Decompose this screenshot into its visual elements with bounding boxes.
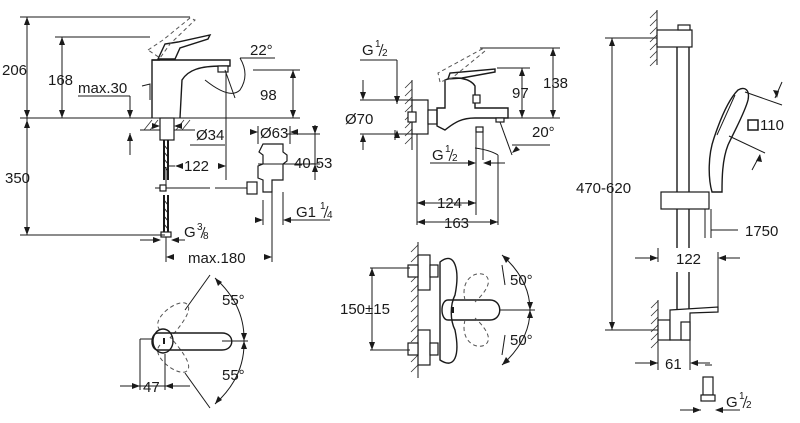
dim-supply-thread: G 3 8 xyxy=(184,222,209,242)
bottom-bracket xyxy=(657,319,671,341)
basin-mixer-side-view: 206 168 max.30 22° 98 Ø34 Ø63 350 122 40… xyxy=(2,16,333,267)
dim-max-rod: max.180 xyxy=(188,250,246,267)
svg-text:1: 1 xyxy=(739,391,745,402)
pop-up-waste xyxy=(257,143,288,193)
shower-rail: 470-620 110 1750 122 61 G 1 2 xyxy=(576,10,784,413)
bath-mixer-side-view: G 1 2 Ø70 138 97 20° G 1 2 124 163 xyxy=(345,39,568,232)
dim-wall-offset: 61 xyxy=(665,356,682,373)
pop-up-rod-handle xyxy=(141,83,151,100)
dim-bracket-depth: 122 xyxy=(676,251,701,268)
dim-bath-rotation-down: 50° xyxy=(510,332,533,349)
dim-projection: 163 xyxy=(444,215,469,232)
svg-text:2: 2 xyxy=(382,48,388,59)
slider xyxy=(660,191,710,210)
dim-bath-rotation-up: 50° xyxy=(510,272,533,289)
dim-bath-lever-height: 97 xyxy=(512,85,529,102)
svg-text:3: 3 xyxy=(197,222,203,233)
basin-lever-raised-outline xyxy=(147,17,196,59)
dim-outlet-distance: 124 xyxy=(437,195,462,212)
dim-bath-total-height: 138 xyxy=(543,75,568,92)
diverter-knob xyxy=(472,94,481,104)
bath-mixer-body-top xyxy=(439,257,458,364)
aerator xyxy=(217,65,229,73)
square-symbol-icon xyxy=(747,119,759,131)
svg-text:1: 1 xyxy=(320,201,326,212)
svg-text:4: 4 xyxy=(327,210,333,221)
dim-total-height: 206 xyxy=(2,62,27,79)
dim-spout-angle: 20° xyxy=(532,124,555,141)
dim-outlet-thread: G 1 2 xyxy=(432,144,458,164)
hose-connector-bottom xyxy=(702,376,714,396)
dim-lever-height: 168 xyxy=(48,72,73,89)
lower-escutcheon xyxy=(417,329,431,366)
dim-inlet-thread: G 1 2 xyxy=(362,39,388,59)
upper-escutcheon xyxy=(417,254,431,291)
mounting-shank xyxy=(159,117,175,141)
wall-hatching-top xyxy=(649,10,658,67)
dim-hole-diameter: Ø34 xyxy=(196,127,224,144)
bath-mixer-top-view: 150±15 50° 50° xyxy=(340,242,535,378)
svg-text:G: G xyxy=(184,224,196,241)
svg-text:1: 1 xyxy=(445,144,451,155)
svg-text:G1: G1 xyxy=(296,204,316,221)
bath-mixer-lever xyxy=(447,68,496,80)
dim-waste-adjust: 40-53 xyxy=(294,155,332,172)
bottom-shelf xyxy=(669,306,719,341)
dim-lever-offset: 47 xyxy=(143,379,160,396)
dim-head-size: 110 xyxy=(760,117,784,134)
lever-up-outline xyxy=(157,302,190,339)
dim-waste-diameter: Ø63 xyxy=(260,125,288,142)
top-bracket xyxy=(656,29,693,48)
dim-spout-height: 98 xyxy=(260,87,277,104)
dim-lever-angle: 22° xyxy=(250,42,273,59)
basin-tap-body xyxy=(151,59,231,119)
dim-max-deck: max.30 xyxy=(78,80,127,97)
dim-spout-reach: 122 xyxy=(184,158,209,175)
svg-text:G: G xyxy=(362,42,374,59)
basin-mixer-top-view: 55° 55° 47 xyxy=(120,274,248,409)
svg-text:2: 2 xyxy=(746,400,752,411)
svg-text:1: 1 xyxy=(375,39,381,50)
dim-below-deck: 350 xyxy=(5,170,30,187)
bath-lever-top xyxy=(441,299,501,321)
dim-rotation-down: 55° xyxy=(222,367,245,384)
hand-shower xyxy=(708,87,750,193)
svg-text:G: G xyxy=(432,147,444,164)
dim-rotation-up: 55° xyxy=(222,292,245,309)
wall-hatching-bottom xyxy=(650,300,659,349)
svg-text:8: 8 xyxy=(203,231,209,242)
svg-text:G: G xyxy=(726,394,738,411)
dim-height-range: 470-620 xyxy=(576,180,631,197)
dim-hose-length: 1750 xyxy=(745,223,778,240)
svg-text:2: 2 xyxy=(452,153,458,164)
dim-hose-thread: G 1 2 xyxy=(726,391,752,411)
dim-escutcheon-diameter: Ø70 xyxy=(345,111,373,128)
lever-down-outline xyxy=(157,336,190,373)
dim-waste-thread: G1 1 4 xyxy=(296,201,333,221)
basin-tap-lever xyxy=(156,34,212,60)
dim-centres: 150±15 xyxy=(340,301,390,318)
